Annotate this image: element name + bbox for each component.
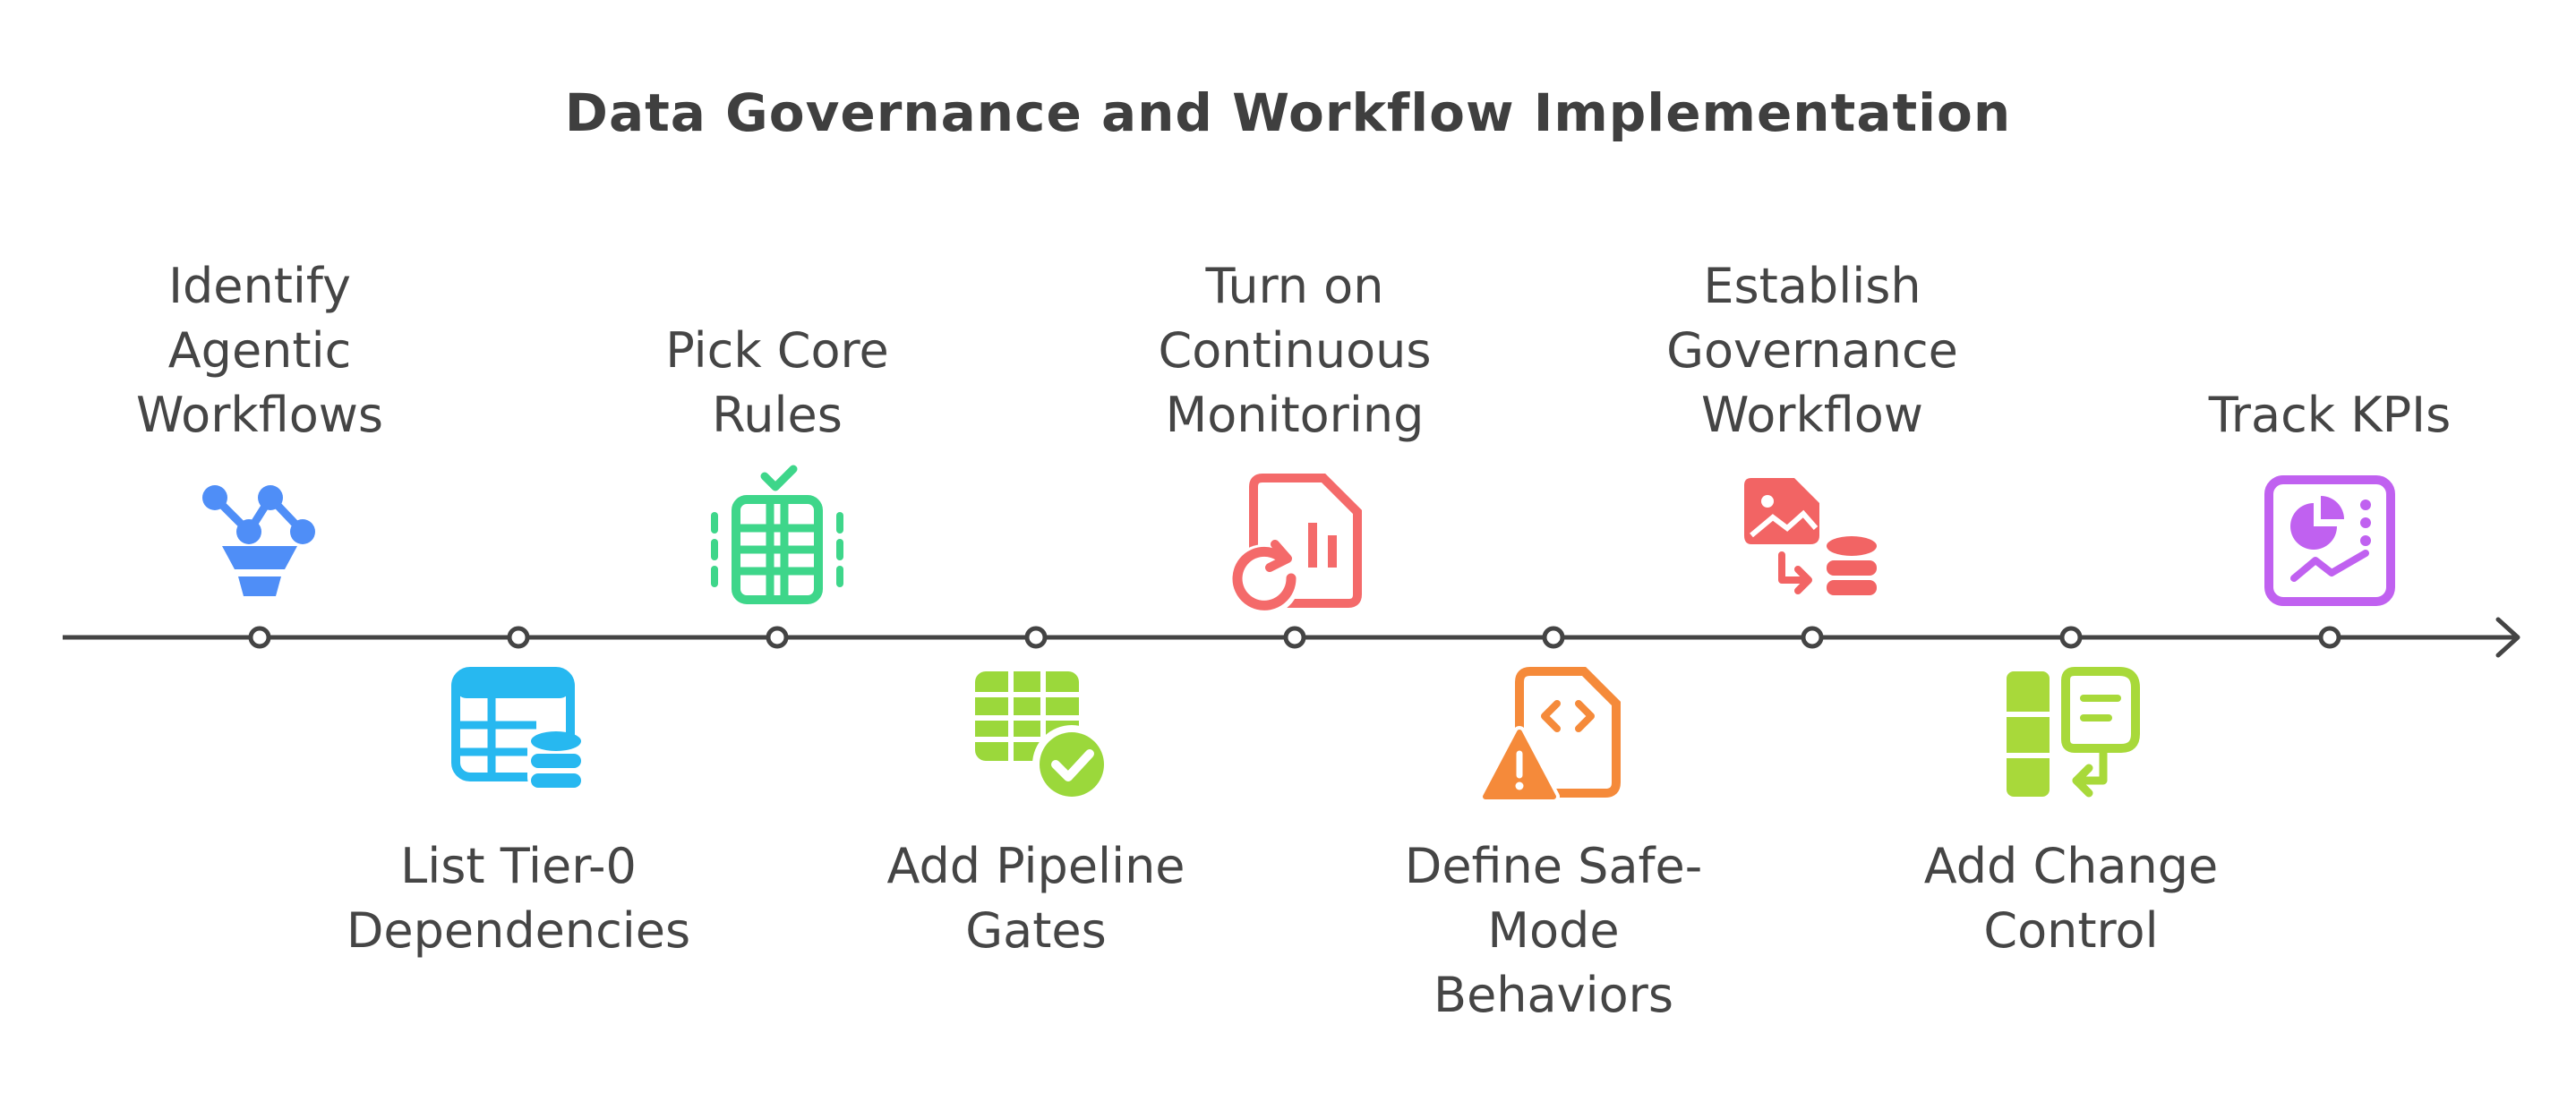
step-label-line: Continuous: [1158, 322, 1432, 379]
step-label-line: Add Change: [1923, 838, 2219, 894]
step-label-line: Agentic: [167, 322, 352, 379]
step-label-line: Add Pipeline: [886, 838, 1185, 894]
step-label-line: Rules: [712, 387, 843, 443]
step-label-line: List Tier-0: [400, 838, 637, 894]
step-label-line: Establish: [1703, 258, 1921, 314]
step-label-line: Dependencies: [346, 902, 691, 959]
step-label-line: Identify: [168, 258, 351, 314]
timeline-marker: [248, 626, 271, 649]
code-file-warning-icon: [1479, 667, 1621, 803]
step-label-line: Monitoring: [1165, 387, 1425, 443]
workflow-funnel-icon: [202, 485, 315, 596]
timeline-marker: [1542, 626, 1565, 649]
step-label-line: Pick Core: [665, 322, 889, 379]
step-label-line: Workflow: [1701, 387, 1923, 443]
timeline-marker: [507, 626, 530, 649]
document-refresh-chart-icon: [1228, 474, 1362, 616]
step-label-line: Gates: [965, 902, 1107, 959]
step-label-line: Mode: [1487, 902, 1620, 959]
step-label-line: Turn on: [1205, 258, 1384, 314]
checklist-rules-icon: [711, 465, 843, 604]
timeline-arrowhead: [2495, 617, 2520, 658]
kpi-dashboard-icon: [2264, 475, 2395, 606]
step-label-line: Behaviors: [1433, 967, 1673, 1023]
step-label-line: Track KPIs: [2208, 387, 2452, 443]
step-label-line: Workflows: [135, 387, 384, 443]
table-database-icon: [451, 667, 583, 798]
step-label-line: Governance: [1666, 322, 1958, 379]
step-label: Track KPIs: [2124, 383, 2536, 448]
table-check-icon: [975, 671, 1111, 804]
timeline-marker: [1024, 626, 1048, 649]
timeline-marker: [2059, 626, 2083, 649]
diagram-title: Data Governance and Workflow Implementat…: [564, 82, 2012, 143]
image-file-database-icon: [1744, 478, 1877, 595]
timeline-marker: [1801, 626, 1824, 649]
document-change-icon: [2007, 667, 2140, 798]
step-label-line: Define Safe-: [1404, 838, 1703, 894]
timeline-marker: [1283, 626, 1306, 649]
timeline-marker: [2318, 626, 2341, 649]
timeline-marker: [766, 626, 789, 649]
step-label-line: Control: [1983, 902, 2159, 959]
